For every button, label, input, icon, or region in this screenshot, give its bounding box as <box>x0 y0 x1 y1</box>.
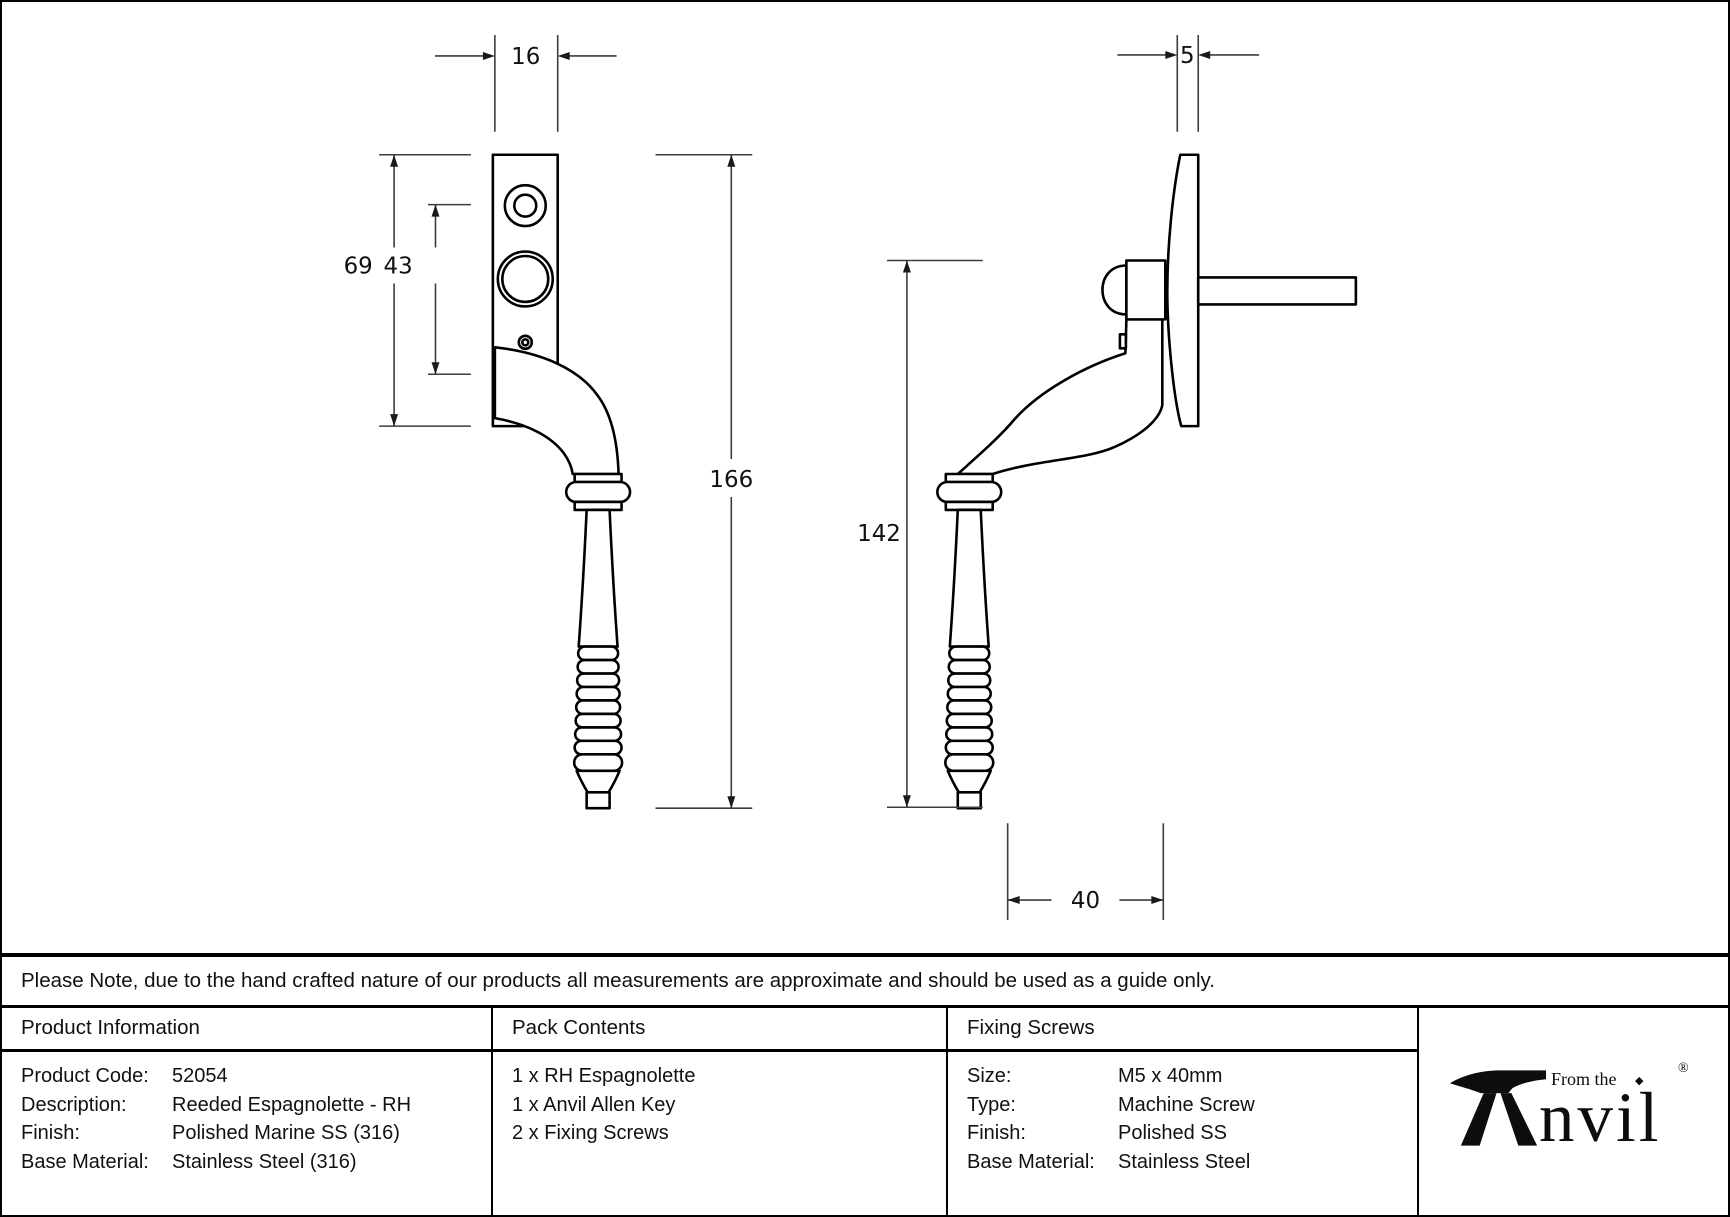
from-the-anvil-logo: From the ◆ nvil ® <box>1419 1008 1728 1215</box>
pack-contents-section: Pack Contents 1 x RH Espagnolette 1 x An… <box>493 1008 948 1215</box>
side-boss-dome <box>1101 264 1128 316</box>
dimension-plate-height-69: 69 <box>344 153 471 427</box>
row-label: Size: <box>967 1065 1012 1087</box>
row-label: Description: <box>21 1093 127 1116</box>
dim-label-43: 43 <box>383 253 412 279</box>
dim-label-40: 40 <box>1071 888 1100 914</box>
pack-item: 1 x Anvil Allen Key <box>512 1093 676 1116</box>
table-row: Base Material: Stainless Steel <box>967 1151 1417 1180</box>
row-label: Base Material: <box>967 1150 1095 1173</box>
note-text: Please Note, due to the hand crafted nat… <box>21 969 1215 992</box>
table-row: Description: Reeded Espagnolette - RH <box>21 1094 491 1123</box>
row-label: Finish: <box>967 1122 1026 1145</box>
side-view <box>936 153 1358 810</box>
dim-label-16: 16 <box>511 44 540 70</box>
row-label: Finish: <box>21 1122 80 1145</box>
technical-drawing: 16 69 43 166 5 <box>344 35 1358 920</box>
registered-mark: ® <box>1678 1061 1689 1076</box>
logo-from-the: From the <box>1551 1069 1617 1089</box>
diamond-icon: ◆ <box>1635 1074 1644 1087</box>
row-value: Stainless Steel <box>1118 1150 1251 1173</box>
dim-label-142: 142 <box>857 521 901 547</box>
fixing-screws-section: Fixing Screws Size: M5 x 40mm Type: Mach… <box>948 1008 1419 1215</box>
table-row: Finish: Polished Marine SS (316) <box>21 1122 491 1151</box>
fixing-screws-header: Fixing Screws <box>948 1008 1417 1052</box>
pack-item: 1 x RH Espagnolette <box>512 1065 696 1087</box>
side-set-screw <box>1118 333 1128 350</box>
brand-logo-cell: From the ◆ nvil ® <box>1419 1008 1728 1215</box>
reeded-grip <box>564 472 632 810</box>
anvil-icon <box>1449 1070 1547 1146</box>
dimension-thickness-5: 5 <box>1117 35 1260 132</box>
dimension-screw-centres-43: 43 <box>383 203 471 376</box>
dim-label-5: 5 <box>1180 43 1195 69</box>
logo-anvil-text: nvil <box>1539 1079 1662 1157</box>
table-row: Type: Machine Screw <box>967 1094 1417 1123</box>
row-value: Polished Marine SS (316) <box>172 1122 400 1145</box>
measurement-note: Please Note, due to the hand crafted nat… <box>2 953 1728 1008</box>
side-neck <box>956 318 1164 476</box>
spec-table: Product Information Product Code: 52054 … <box>2 1008 1728 1215</box>
side-backplate <box>1166 153 1200 428</box>
row-label: Type: <box>967 1093 1016 1116</box>
row-value: Polished SS <box>1118 1122 1227 1145</box>
dim-label-166: 166 <box>709 467 753 493</box>
row-value: M5 x 40mm <box>1118 1065 1223 1087</box>
table-row: Product Code: 52054 <box>21 1065 491 1094</box>
row-value: Reeded Espagnolette - RH <box>172 1093 412 1116</box>
table-row: Size: M5 x 40mm <box>967 1065 1417 1094</box>
dimension-width-16: 16 <box>434 35 617 132</box>
row-label: Base Material: <box>21 1150 149 1173</box>
product-information-header: Product Information <box>2 1008 491 1052</box>
row-value: Machine Screw <box>1118 1093 1255 1116</box>
pack-contents-header: Pack Contents <box>493 1008 946 1052</box>
dimension-length-142: 142 <box>857 259 983 809</box>
dimension-projection-40: 40 <box>1006 823 1165 920</box>
table-row: Base Material: Stainless Steel (316) <box>21 1151 491 1180</box>
dimension-overall-166: 166 <box>655 153 753 810</box>
pack-item: 2 x Fixing Screws <box>512 1122 669 1145</box>
front-view <box>491 153 632 810</box>
front-neck <box>493 346 620 476</box>
side-boss <box>1125 259 1167 321</box>
row-value: 52054 <box>172 1065 228 1087</box>
dim-label-69: 69 <box>344 253 373 279</box>
spindle <box>1196 276 1358 306</box>
row-value: Stainless Steel (316) <box>172 1150 357 1173</box>
row-label: Product Code: <box>21 1065 149 1087</box>
product-information-section: Product Information Product Code: 52054 … <box>2 1008 493 1215</box>
table-row: Finish: Polished SS <box>967 1122 1417 1151</box>
